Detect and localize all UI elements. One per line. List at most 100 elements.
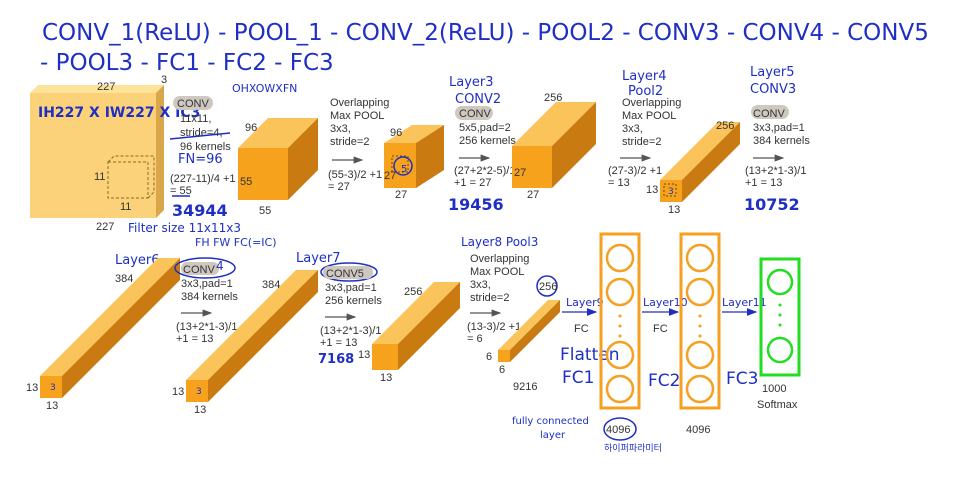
pool3-stride: stride=2 (470, 292, 509, 304)
handwritten-layer5: Layer5 (750, 65, 795, 80)
box1-depth: 96 (245, 122, 257, 134)
input-kernel-window (107, 161, 149, 199)
handwritten-layer10: Layer10 (643, 296, 688, 309)
conv5-output-volume (372, 282, 460, 370)
handwritten-fc1: FC1 (562, 368, 594, 388)
conv3-label: CONV (753, 108, 785, 120)
fc-label-1: FC (574, 323, 589, 335)
handwritten-ohowfn: OHXOWXFN (232, 82, 297, 95)
conv3-kernels: 384 kernels (753, 135, 810, 147)
handwritten-layer9: Layer9 (566, 296, 604, 309)
pool3-formula: (13-3)/2 +1 (467, 321, 521, 333)
box7-width: 13 (380, 372, 392, 384)
handwritten-title-line1: CONV_1(ReLU) - POOL_1 - CONV_2(ReLU) - P… (42, 20, 929, 46)
fc2-layer (679, 232, 721, 410)
input-height-label: 227 (96, 221, 114, 233)
pool1-overlapping: Overlapping (330, 97, 389, 109)
conv3-output-volume (40, 258, 180, 398)
box5-depth: 384 (115, 273, 133, 285)
handwritten-conv3: CONV3 (750, 82, 796, 97)
box4-width: 13 (668, 204, 680, 216)
handwritten-layer7: Layer7 (296, 251, 341, 266)
pool2-stride: stride=2 (622, 136, 661, 148)
handwritten-conv2: CONV2 (455, 92, 501, 107)
handwritten-fc3: FC3 (726, 369, 758, 389)
handwritten-hyperparam: 하이퍼파라미터 (604, 443, 662, 454)
handwritten-19456: 19456 (448, 195, 504, 214)
fc1-size: 4096 (606, 424, 630, 436)
box5-width: 13 (46, 400, 58, 412)
conv1-output-volume (238, 118, 318, 200)
pool3-size: 3x3, (470, 279, 491, 291)
conv5-result: +1 = 13 (320, 337, 357, 349)
box4-height: 13 (646, 184, 658, 196)
conv3-formula: (13+2*1-3)/1 (745, 165, 806, 177)
pool3-output-volume (498, 300, 560, 362)
handwritten-title-line2: - POOL3 - FC1 - FC2 - FC3 (40, 50, 334, 76)
conv1-stride: stride=4, (180, 127, 223, 139)
softmax-layer (759, 257, 801, 377)
handwritten-34944: 34944 (172, 201, 228, 220)
pool1-result: = 27 (328, 181, 350, 193)
handwritten-layer-word: layer (540, 430, 566, 441)
conv5-formula: (13+2*1-3)/1 (320, 325, 381, 337)
box2-depth: 96 (390, 127, 402, 139)
input-side-face (156, 85, 164, 218)
input-width-label: 227 (97, 81, 115, 93)
conv1-formula: (227-11)/4 +1 (170, 173, 236, 185)
conv4-label: CONV (183, 264, 215, 276)
box3-depth: 256 (544, 92, 562, 104)
flatten-count: 9216 (513, 381, 537, 393)
box8-depth: 256 (539, 281, 557, 293)
conv4-output-volume (186, 270, 318, 402)
handwritten-layer8: Layer8 Pool3 (461, 235, 538, 249)
handwritten-input-dims: IH227 X IW227 X IC3 (38, 105, 200, 121)
handwritten-filter-size: Filter size 11x11x3 (128, 221, 241, 235)
fc-label-2: FC (653, 323, 668, 335)
box3-height: 27 (514, 167, 526, 179)
conv1-kernel: 11x11, (180, 113, 211, 125)
fc2-size: 4096 (686, 424, 710, 436)
conv2-result: +1 = 27 (454, 177, 491, 189)
handwritten-fh-fw: FH FW FC(=IC) (195, 236, 277, 249)
handwritten-fc2: FC2 (648, 371, 680, 391)
conv4-kernel: 3x3,pad=1 (181, 278, 233, 290)
box7-depth: 256 (404, 286, 422, 298)
conv3-result: +1 = 13 (745, 177, 782, 189)
pool2-max: Max POOL (622, 110, 676, 122)
box6-width: 13 (194, 404, 206, 416)
box1-width: 55 (259, 205, 271, 217)
handwritten-layer11: Layer11 (722, 296, 767, 309)
box1-height: 55 (240, 176, 252, 188)
box8-height: 6 (486, 351, 492, 363)
box5-kernel: 3 (50, 383, 56, 393)
pool3-max: Max POOL (470, 266, 524, 278)
box3-width: 27 (527, 189, 539, 201)
conv1-label: CONV (177, 98, 209, 110)
pool3-overlapping: Overlapping (470, 253, 529, 265)
conv4-formula: (13+2*1-3)/1 (176, 321, 237, 333)
handwritten-fully-connected: fully connected (512, 416, 589, 427)
input-front-face (30, 93, 156, 218)
pool2-overlapping: Overlapping (622, 97, 681, 109)
input-kernel-depth: 11 (120, 201, 131, 213)
pool1-max: Max POOL (330, 110, 384, 122)
pool3-result: = 6 (467, 333, 483, 345)
conv2-kernels: 256 kernels (459, 135, 516, 147)
conv2-formula: (27+2*2-5)/1 (454, 165, 515, 177)
softmax-label: Softmax (757, 399, 798, 411)
conv4-number: 4 (216, 259, 224, 273)
handwritten-layer6: Layer6 (115, 253, 160, 268)
input-top-face (30, 85, 164, 93)
box2-kernel: 5 (401, 164, 407, 175)
pool2-formula: (27-3)/2 +1 (608, 165, 662, 177)
pool2-result: = 13 (608, 177, 630, 189)
pool1-output-volume (384, 125, 444, 188)
conv5-label: CONV5 (326, 268, 364, 280)
pool2-output-volume (660, 122, 740, 202)
box2-width: 27 (395, 189, 407, 201)
box4-kernel: 3 (668, 187, 674, 197)
handwritten-pool2: Pool2 (628, 84, 663, 99)
pool1-stride: stride=2 (330, 136, 369, 148)
conv1-highlight (173, 96, 213, 110)
